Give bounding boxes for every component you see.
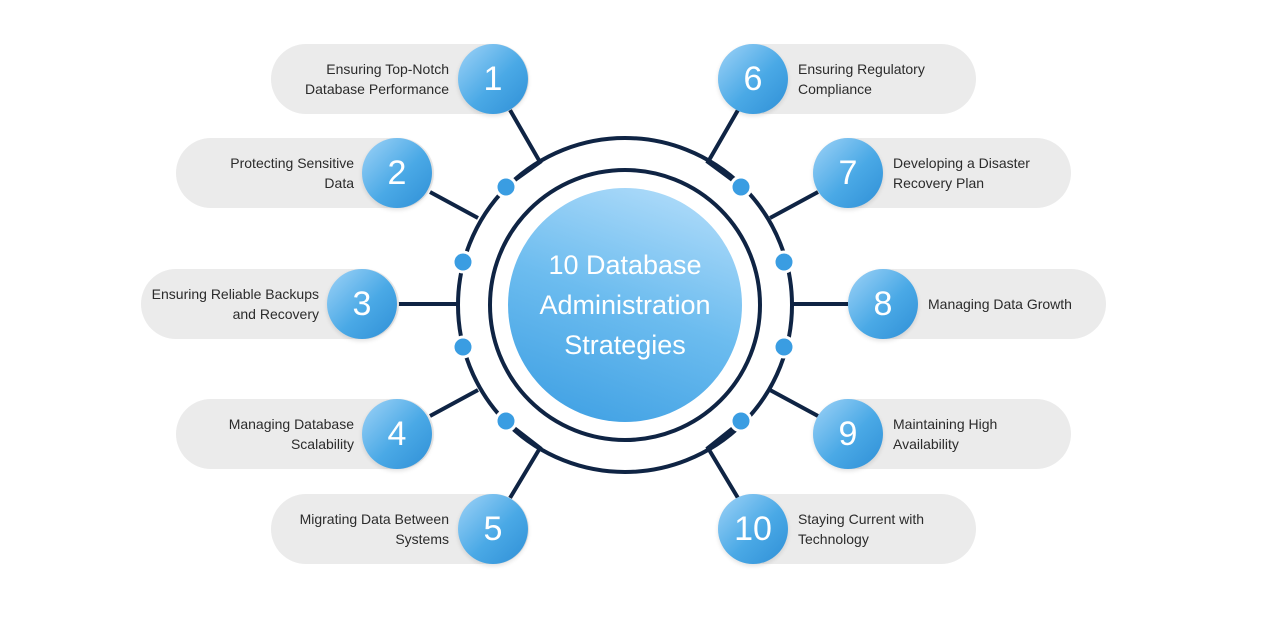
strategy-label-7: Developing a Disaster Recovery Plan xyxy=(893,155,1030,191)
strategy-label-8: Managing Data Growth xyxy=(928,296,1072,312)
number-badge-9: 9 xyxy=(813,399,883,469)
ring-dot-6 xyxy=(772,250,796,274)
number-badge-8: 8 xyxy=(848,269,918,339)
connector-1 xyxy=(503,109,543,189)
number-badge-2: 2 xyxy=(362,138,432,208)
ring-dot-8 xyxy=(729,409,753,433)
number-badge-7: 7 xyxy=(813,138,883,208)
number-badge-4: 4 xyxy=(362,399,432,469)
number-badge-5: 5 xyxy=(458,494,528,564)
number-badge-1: 1 xyxy=(458,44,528,114)
ring-dot-5 xyxy=(729,175,753,199)
strategy-label-3: Ensuring Reliable Backups and Recovery xyxy=(151,286,319,322)
outer-ring xyxy=(488,168,762,442)
connector-7 xyxy=(769,190,819,220)
diagram-title: 10 Database Administration Strategies xyxy=(539,250,711,360)
strategy-label-9: Maintaining High Availability xyxy=(893,416,998,452)
connector-5 xyxy=(503,419,543,500)
strategy-label-1: Ensuring Top-Notch Database Performance xyxy=(305,61,449,97)
connector-6 xyxy=(705,109,744,189)
number-badge-10: 10 xyxy=(718,494,788,564)
connector-9 xyxy=(769,388,819,418)
center-hub: 10 Database Administration Strategies xyxy=(508,188,742,422)
connector-4 xyxy=(429,388,479,418)
ring-dot-7 xyxy=(772,335,796,359)
strategy-label-2: Protecting Sensitive Data xyxy=(230,155,354,191)
strategy-label-4: Managing Database Scalability xyxy=(228,416,354,452)
connector-2 xyxy=(429,190,479,220)
strategy-label-10: Staying Current with Technology xyxy=(798,511,925,547)
strategy-label-6: Ensuring Regulatory Compliance xyxy=(798,61,925,97)
ring-dot-2 xyxy=(451,250,475,274)
ring-dot-1 xyxy=(494,175,518,199)
number-badge-3: 3 xyxy=(327,269,397,339)
number-badge-6: 6 xyxy=(718,44,788,114)
ring-dot-3 xyxy=(451,335,475,359)
connector-10 xyxy=(705,419,744,500)
strategy-label-5: Migrating Data Between Systems xyxy=(299,511,449,547)
ring-dot-4 xyxy=(494,409,518,433)
